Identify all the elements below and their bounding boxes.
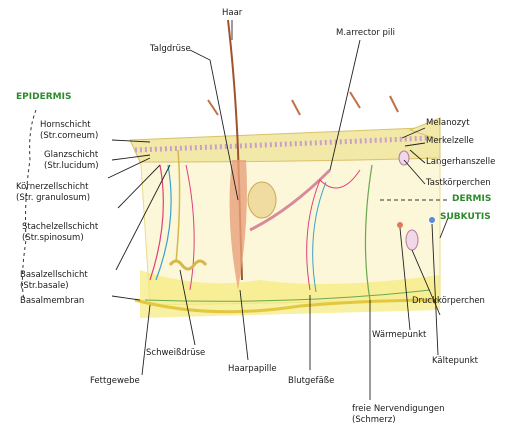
hair-tip-4 [390, 96, 398, 112]
label-haar: Haar [222, 8, 242, 19]
dermis-region [140, 140, 440, 305]
label-hornschicht: Hornschicht (Str.corneum) [40, 120, 98, 142]
label-stachelzellschicht: Stachelzellschicht (Str.spinosum) [22, 222, 98, 244]
label-epidermis: EPIDERMIS [16, 92, 71, 103]
pressure-corpuscle [406, 230, 418, 250]
label-tastkoerperchen: Tastkörperchen [426, 178, 491, 189]
label-glanzschicht: Glanzschicht (Str.lucidum) [44, 150, 99, 172]
label-basalmembran: Basalmembran [20, 296, 84, 307]
hair-tip-3 [350, 92, 360, 108]
tactile-corpuscle [399, 151, 409, 165]
sebaceous-gland [248, 182, 276, 218]
hair-tip-2 [292, 100, 300, 115]
label-waermepunkt: Wärmepunkt [372, 330, 426, 341]
label-langerhanszelle: Langerhanszelle [426, 157, 495, 168]
label-schweissdruese: Schweißdrüse [146, 348, 205, 359]
label-freie-nervendigungen: freie Nervendigungen (Schmerz) [352, 404, 445, 426]
hair-tip-1 [208, 100, 218, 115]
label-arrector-pili: M.arrector pili [336, 28, 395, 39]
label-druckkoerperchen: Druckkörperchen [412, 296, 485, 307]
label-melanozyt: Melanozyt [426, 118, 470, 129]
label-haarpapille: Haarpapille [228, 364, 277, 375]
label-talgdruese: Talgdrüse [150, 44, 191, 55]
label-basalzellschicht: Basalzellschicht (Str.basale) [20, 270, 88, 292]
label-dermis: DERMIS [452, 194, 491, 205]
label-subkutis: SUBKUTIS [440, 212, 491, 223]
label-merkelzelle: Merkelzelle [426, 136, 474, 147]
label-fettgewebe: Fettgewebe [90, 376, 140, 387]
warm-point [397, 222, 403, 228]
label-kaeltepunkt: Kältepunkt [432, 356, 478, 367]
label-koernerzellschicht: Körnerzellschicht (Str. granulosum) [16, 182, 90, 204]
label-blutgefaesse: Blutgefäße [288, 376, 334, 387]
cold-point [429, 217, 435, 223]
